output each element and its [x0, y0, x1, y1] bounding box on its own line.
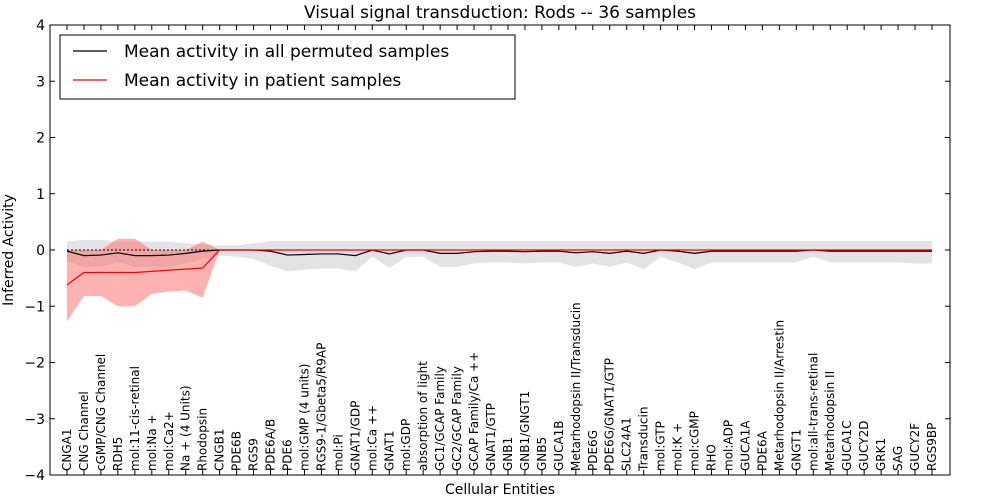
x-tick-label: PDE6A/B	[264, 419, 278, 471]
x-tick-label: GRK1	[874, 438, 888, 471]
x-tick-label: mol:cGMP	[688, 411, 702, 471]
x-tick-label: GC1/GCAP Family	[433, 366, 447, 471]
x-tick-label: absorption of light	[416, 361, 430, 471]
y-axis-label: Inferred Activity	[1, 194, 17, 306]
y-tick-label: −4	[24, 468, 45, 484]
x-tick-label: Metarhodopsin II/Transducin	[569, 302, 583, 471]
legend-label-2: Mean activity in patient samples	[124, 71, 401, 91]
x-tick-label: mol:ADP	[721, 420, 735, 471]
x-tick-label: mol:GTP	[654, 421, 668, 471]
x-tick-label: CNGA1	[60, 429, 74, 472]
series-1-line	[66, 249, 932, 257]
x-tick-label: mol:Ca ++	[365, 405, 379, 471]
x-tick-label: cGMP/CNG Channel	[94, 354, 108, 471]
x-tick-label: GCAP Family/Ca ++	[467, 352, 481, 471]
series-1-range-band	[67, 239, 932, 272]
x-tick-label: SLC24A1	[620, 417, 634, 471]
x-tick-label: GNAT1/GTP	[484, 403, 498, 471]
x-tick-label: GUCY2F	[908, 423, 922, 471]
x-tick-label: Rhodopsin	[196, 408, 210, 471]
x-tick-label: mol:all-trans-retinal	[806, 353, 820, 471]
x-tick-label: Na + (4 Units)	[179, 385, 193, 471]
y-tick-label: 3	[36, 74, 45, 90]
x-tick-label: RGS9BP	[925, 423, 939, 471]
legend-box	[59, 34, 516, 100]
x-tick-label: GUCA1A	[738, 420, 752, 471]
x-tick-label: mol:11-cis-retinal	[128, 366, 142, 471]
x-tick-label: PDE6	[280, 439, 294, 471]
x-tick-label: GUCA1C	[840, 420, 854, 471]
x-tick-label: mol:GMP (4 units)	[297, 364, 311, 471]
x-tick-label: RGS9	[247, 438, 261, 471]
x-tick-label: RGS9-1/Gbeta5/R9AP	[314, 343, 328, 471]
x-tick-label: GC2/GCAP Family	[450, 366, 464, 471]
y-tick-label: −1	[24, 299, 45, 315]
x-tick-label: PDE6G/GNAT1/GTP	[603, 358, 617, 471]
x-tick-label: mol:Pi	[331, 434, 345, 471]
y-tick-label: 4	[36, 18, 45, 34]
x-tick-label: Transducin	[637, 407, 651, 472]
y-tick-label: −3	[24, 412, 45, 428]
x-tick-label: PDE6G	[586, 430, 600, 471]
x-tick-label: GNAT1	[382, 430, 396, 471]
legend: Mean activity in all permuted samplesMea…	[59, 34, 516, 100]
x-tick-label: PDE6A	[755, 430, 769, 471]
x-tick-label: PDE6B	[230, 431, 244, 471]
series-2-line	[66, 249, 932, 286]
x-tick-label: GUCY2D	[857, 421, 871, 471]
y-tick-label: −2	[24, 356, 45, 372]
x-tick-label: CNGB1	[213, 428, 227, 471]
x-tick-label: mol:Na +	[145, 414, 159, 471]
x-tick-label: GNB1	[501, 437, 515, 471]
x-tick-label: Metarhodopsin II/Arrestin	[772, 320, 786, 471]
y-axis: −4 −3 −2 −1 0 1 2 3 4	[24, 18, 950, 484]
x-tick-label: CNG Channel	[77, 391, 91, 471]
x-tick-label: RDH5	[111, 437, 125, 471]
x-tick-label: GNGT1	[789, 429, 803, 471]
x-tick-label: Metarhodopsin II	[823, 371, 837, 471]
y-tick-label: 0	[36, 243, 45, 259]
y-tick-label: 2	[36, 131, 45, 147]
x-tick-label: GNB5	[535, 437, 549, 471]
x-tick-label: GUCA1B	[552, 420, 566, 471]
x-tick-label: RHO	[705, 444, 719, 471]
legend-label-1: Mean activity in all permuted samples	[124, 42, 449, 62]
x-tick-label: mol:Ca2+	[162, 411, 176, 471]
x-tick-label: mol:K +	[671, 423, 685, 471]
x-tick-label: GNB1/GNGT1	[518, 391, 532, 471]
x-tick-label: mol:GDP	[399, 419, 413, 471]
x-tick-label: GNAT1/GDP	[348, 401, 362, 471]
x-tick-label: SAG	[891, 446, 905, 471]
chart-title: Visual signal transduction: Rods -- 36 s…	[304, 3, 696, 23]
y-tick-label: 1	[36, 187, 45, 203]
x-axis-label: Cellular Entities	[445, 482, 555, 498]
